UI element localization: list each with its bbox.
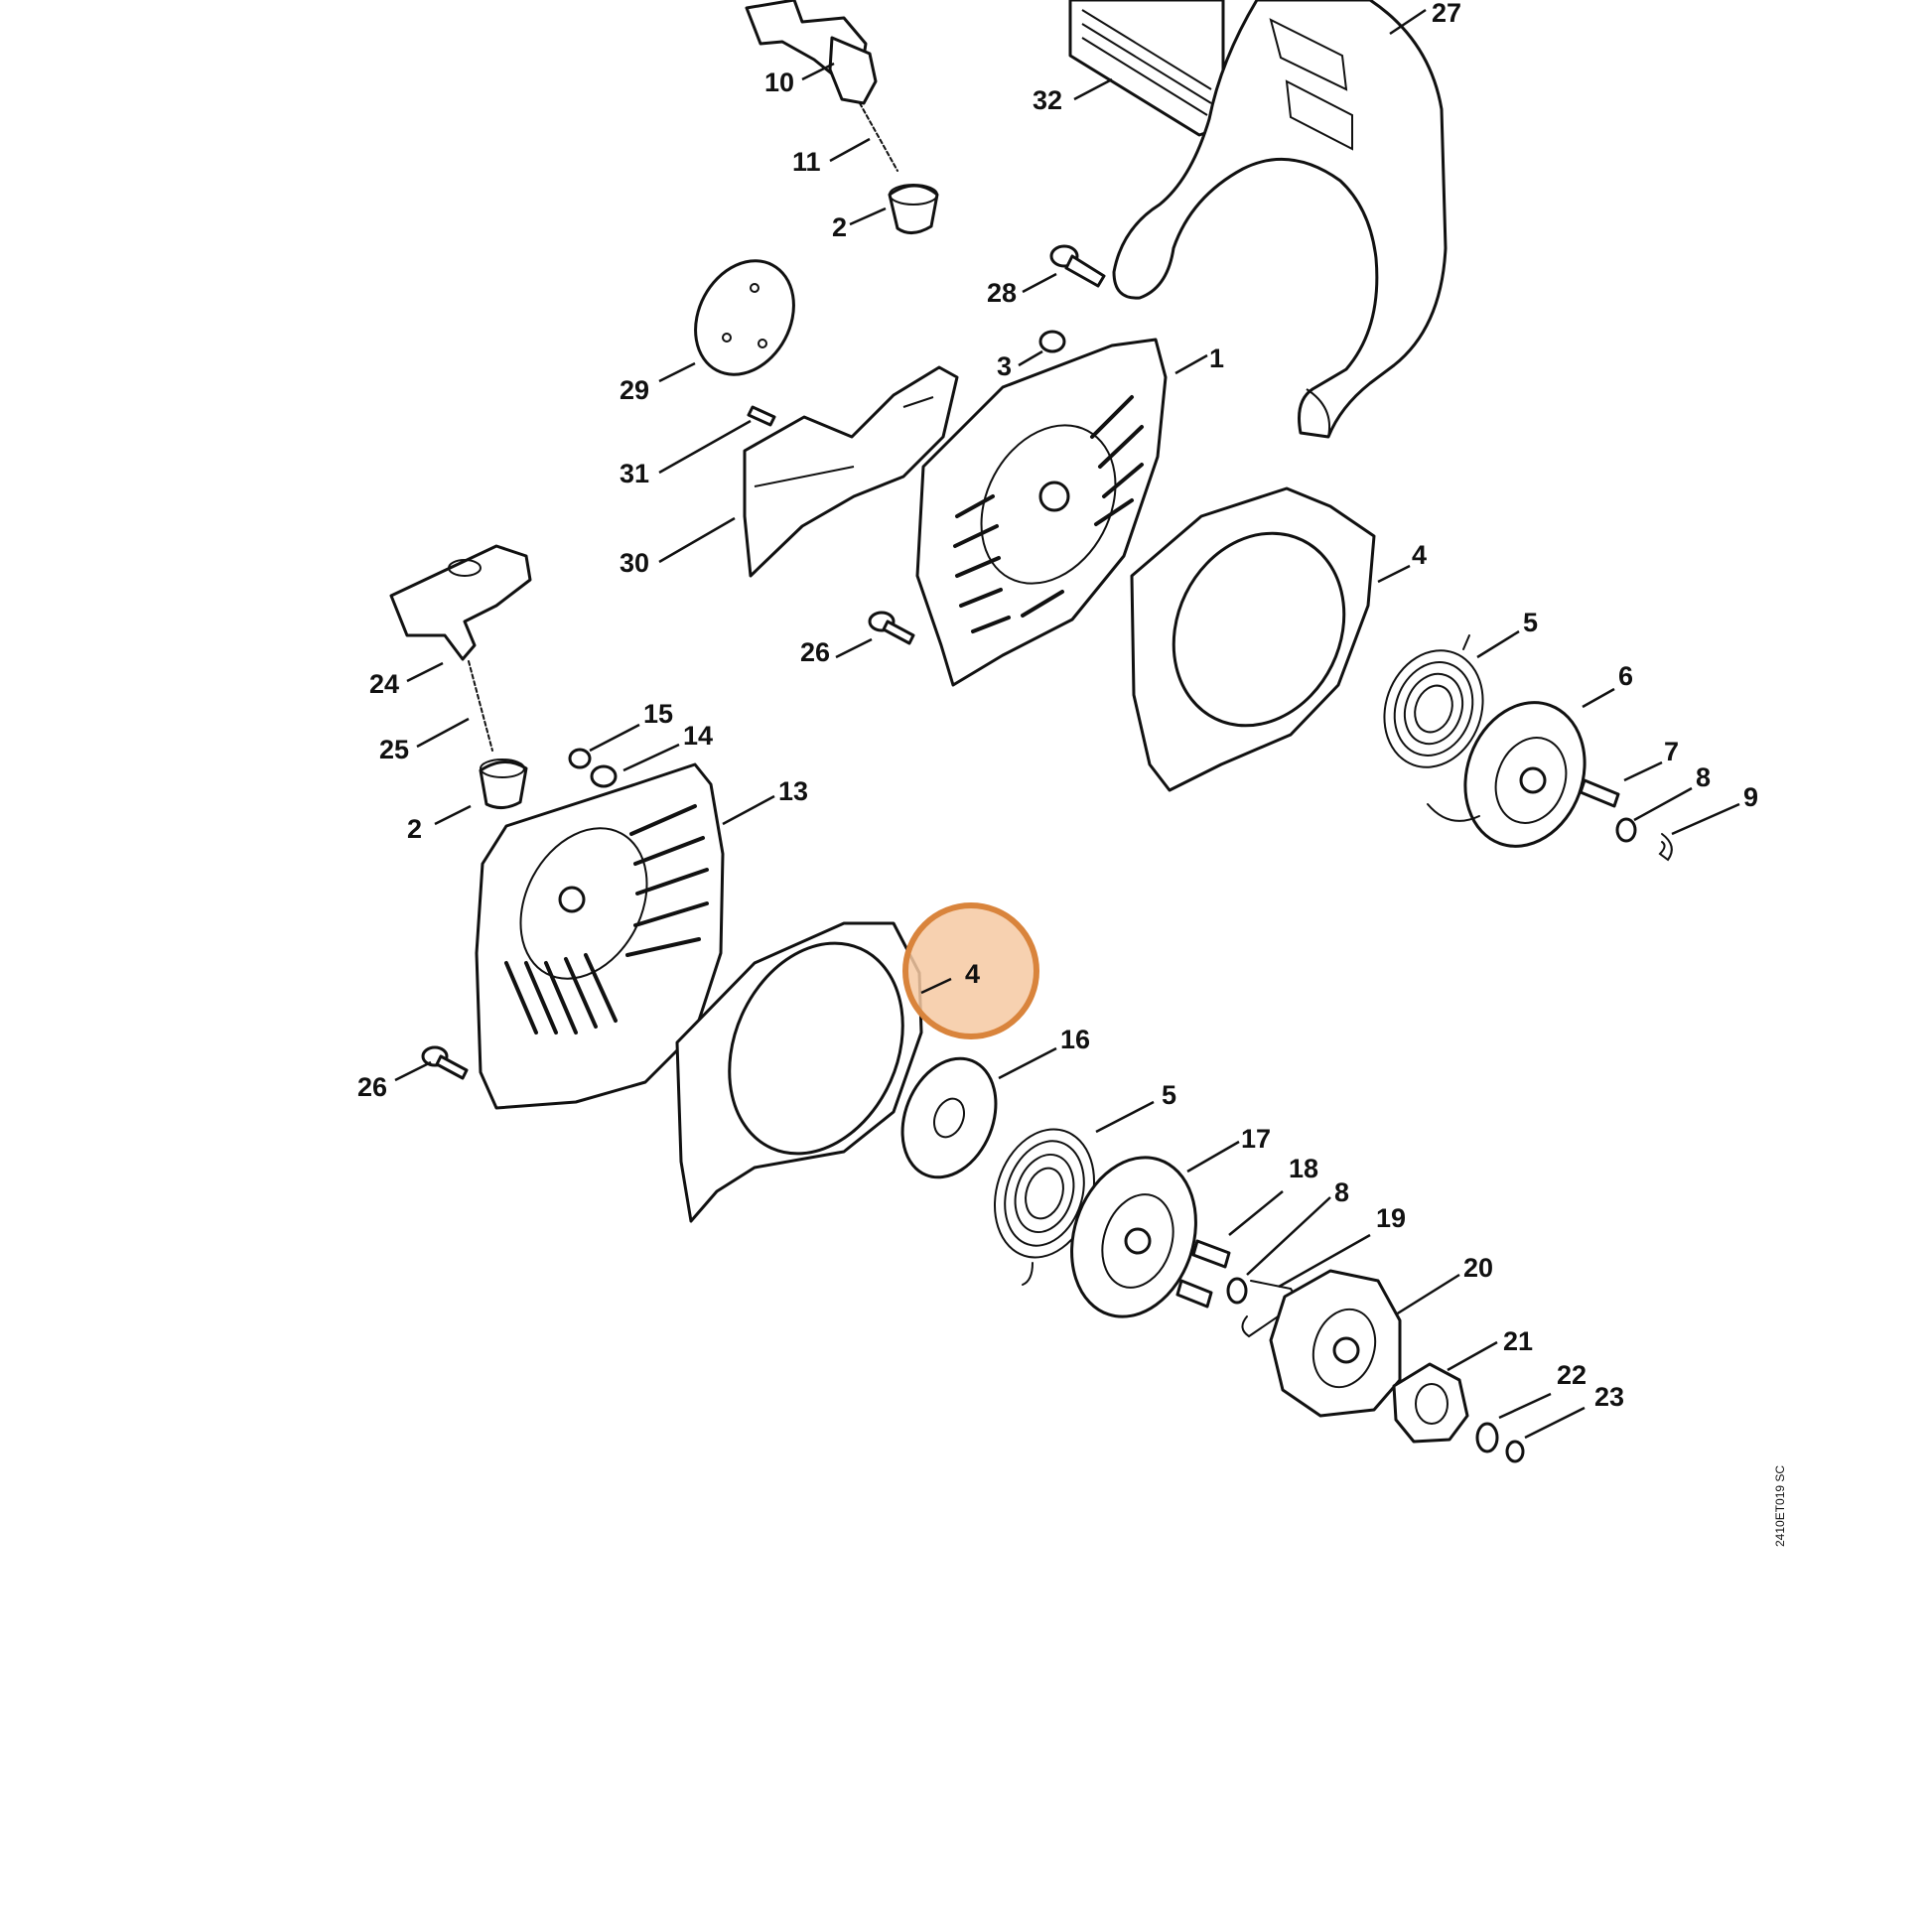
- callout-2-top[interactable]: 2: [832, 212, 847, 242]
- washer-16[interactable]: [886, 1044, 1013, 1191]
- callout-26-upper[interactable]: 26: [800, 637, 830, 667]
- screw-26-lower[interactable]: [421, 1045, 469, 1080]
- callout-11[interactable]: 11: [792, 147, 821, 177]
- callout-26-lower[interactable]: 26: [357, 1072, 387, 1102]
- callout-4-upper[interactable]: 4: [1412, 540, 1427, 570]
- pawl-18[interactable]: [1175, 1239, 1231, 1309]
- callout-27[interactable]: 27: [1432, 0, 1461, 28]
- callout-19[interactable]: 19: [1376, 1203, 1406, 1233]
- guide-plate-upper[interactable]: [1130, 486, 1376, 792]
- starter-rope-top[interactable]: [859, 102, 898, 172]
- callout-15[interactable]: 15: [643, 699, 673, 729]
- callout-5-upper[interactable]: 5: [1523, 608, 1538, 637]
- nut-23[interactable]: [1505, 1440, 1525, 1463]
- nut-15[interactable]: [568, 748, 592, 769]
- callout-20[interactable]: 20: [1463, 1253, 1493, 1283]
- washer-14[interactable]: [590, 764, 618, 788]
- callout-24[interactable]: 24: [369, 669, 399, 699]
- callout-31[interactable]: 31: [620, 459, 649, 488]
- fan-housing-lower[interactable]: [475, 762, 725, 1110]
- callout-5-lower[interactable]: 5: [1162, 1080, 1176, 1110]
- nut-3[interactable]: [1038, 330, 1066, 353]
- washer-22[interactable]: [1475, 1422, 1499, 1453]
- cover-plate[interactable]: [676, 243, 813, 391]
- callout-25[interactable]: 25: [379, 735, 409, 764]
- pawl-upper[interactable]: [1579, 778, 1620, 808]
- callout-4-lower[interactable]: 4: [965, 959, 980, 989]
- nut-21[interactable]: [1392, 1362, 1469, 1444]
- rewind-spring-upper[interactable]: [1368, 634, 1498, 781]
- callout-22[interactable]: 22: [1557, 1360, 1587, 1390]
- washer-lower[interactable]: [1226, 1277, 1248, 1305]
- decal[interactable]: [1068, 0, 1225, 137]
- starter-grip-top[interactable]: [745, 0, 878, 105]
- hand-guard[interactable]: [1112, 0, 1448, 439]
- starter-rope-lower[interactable]: [468, 660, 493, 752]
- callout-8-lower[interactable]: 8: [1334, 1177, 1349, 1207]
- fan-housing-upper[interactable]: [915, 338, 1168, 687]
- callout-9[interactable]: 9: [1743, 782, 1758, 812]
- leader-lines: [394, 8, 1740, 1440]
- spring-clip-upper[interactable]: [1658, 833, 1673, 862]
- callout-2-lower[interactable]: 2: [407, 814, 422, 844]
- drawing-code: 2410ET019 SC: [1773, 1465, 1787, 1547]
- callout-30[interactable]: 30: [620, 548, 649, 578]
- callout-32[interactable]: 32: [1033, 85, 1062, 115]
- callout-17[interactable]: 17: [1241, 1124, 1271, 1154]
- rope-rotor-lower[interactable]: [1052, 1141, 1216, 1332]
- callout-28[interactable]: 28: [987, 278, 1017, 308]
- callout-7[interactable]: 7: [1664, 737, 1679, 766]
- callout-13[interactable]: 13: [778, 776, 808, 806]
- screw-28[interactable]: [1049, 244, 1106, 288]
- washer-upper[interactable]: [1615, 817, 1637, 843]
- starter-grip-lower[interactable]: [389, 544, 532, 661]
- callout-10[interactable]: 10: [764, 68, 794, 97]
- callout-1[interactable]: 1: [1209, 344, 1224, 373]
- callout-14[interactable]: 14: [683, 721, 713, 751]
- screw-31[interactable]: [747, 405, 776, 427]
- pawl-carrier[interactable]: [1269, 1269, 1402, 1418]
- callout-labels: 27 10 32 11 2 28 3 1 29 31 30 4 5 26 6 2…: [357, 0, 1758, 1412]
- rope-rotor-upper[interactable]: [1427, 686, 1604, 864]
- guide-plate-lower[interactable]: [675, 915, 935, 1223]
- screw-26-upper[interactable]: [868, 611, 915, 645]
- heat-shield[interactable]: [743, 365, 959, 578]
- callout-29[interactable]: 29: [620, 375, 649, 405]
- callout-16[interactable]: 16: [1060, 1025, 1090, 1054]
- rope-guide-bush-top[interactable]: [888, 184, 939, 234]
- callout-8-upper[interactable]: 8: [1696, 762, 1711, 792]
- callout-highlight: [902, 902, 1039, 1039]
- callout-23[interactable]: 23: [1594, 1382, 1624, 1412]
- callout-6[interactable]: 6: [1618, 661, 1633, 691]
- callout-18[interactable]: 18: [1289, 1154, 1318, 1183]
- callout-21[interactable]: 21: [1503, 1326, 1533, 1356]
- rope-guide-bush-lower[interactable]: [479, 759, 528, 809]
- callout-3[interactable]: 3: [997, 351, 1012, 381]
